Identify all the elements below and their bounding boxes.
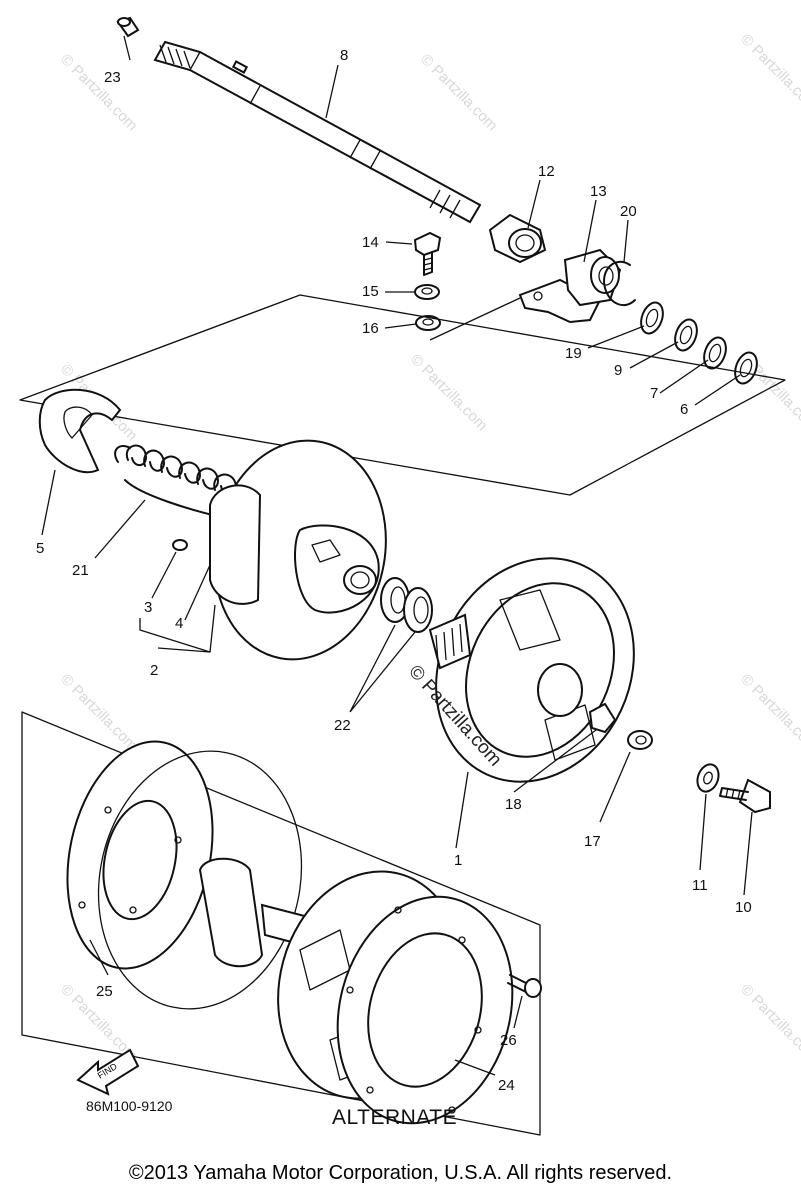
shaft-part-8 bbox=[153, 40, 482, 224]
find-arrow-icon: FIND bbox=[76, 1048, 140, 1096]
bearing-part-12 bbox=[488, 213, 547, 264]
callout-19: 19 bbox=[565, 345, 582, 362]
circlip-part-20 bbox=[603, 260, 636, 307]
callout-10: 10 bbox=[735, 899, 752, 916]
callout-14: 14 bbox=[362, 234, 379, 251]
watermark: © Partzilla.com bbox=[57, 51, 140, 134]
callout-17: 17 bbox=[584, 833, 601, 850]
callout-18: 18 bbox=[505, 796, 522, 813]
callout-16: 16 bbox=[362, 320, 379, 337]
bolt-part-26 bbox=[507, 974, 542, 998]
disc-part-25 bbox=[66, 740, 303, 1010]
callout-3: 3 bbox=[144, 599, 152, 616]
callout-15: 15 bbox=[362, 283, 379, 300]
alternate-label: ALTERNATE bbox=[332, 1106, 458, 1129]
washer-part-16 bbox=[415, 315, 441, 331]
watermark: © Partzilla.com bbox=[407, 351, 490, 434]
callout-13: 13 bbox=[590, 183, 607, 200]
watermark: © Partzilla.com bbox=[57, 671, 140, 754]
callout-12: 12 bbox=[538, 163, 555, 180]
callout-1: 1 bbox=[454, 852, 462, 869]
callout-24: 24 bbox=[498, 1077, 515, 1094]
sheave-part-1 bbox=[428, 557, 635, 783]
leader-lines bbox=[41, 35, 753, 1076]
callout-labels: 1 2 3 4 5 6 7 8 9 10 11 12 13 14 15 16 1… bbox=[36, 47, 752, 1094]
callout-8: 8 bbox=[340, 47, 348, 64]
callout-7: 7 bbox=[650, 385, 658, 402]
alternate-frame bbox=[21, 711, 541, 1136]
collar-part-18 bbox=[588, 702, 617, 734]
spacer-part-22 bbox=[380, 577, 433, 633]
sheave-part-4 bbox=[209, 439, 387, 661]
washer-part-6 bbox=[734, 351, 758, 385]
callout-11: 11 bbox=[692, 877, 708, 894]
callout-6: 6 bbox=[680, 401, 688, 418]
slider-part-3 bbox=[172, 539, 188, 551]
washer-part-17 bbox=[627, 730, 653, 750]
callout-23: 23 bbox=[104, 69, 121, 86]
disc-part-24 bbox=[336, 895, 514, 1125]
watermark: © Partzilla.com bbox=[737, 981, 801, 1064]
washer-part-15 bbox=[414, 284, 440, 300]
washer-part-19 bbox=[640, 301, 664, 335]
cam-part-5 bbox=[38, 388, 122, 474]
figure-code: 86M100-9120 bbox=[86, 1098, 173, 1114]
bolt-part-10 bbox=[719, 778, 771, 814]
washer-part-9 bbox=[674, 318, 698, 352]
bolt-part-14 bbox=[413, 231, 442, 276]
copyright-notice: ©2013 Yamaha Motor Corporation, U.S.A. A… bbox=[128, 1162, 673, 1184]
watermark: © Partzilla.com bbox=[737, 31, 801, 114]
callout-26: 26 bbox=[500, 1032, 517, 1049]
cap-part-23 bbox=[116, 16, 140, 38]
callout-9: 9 bbox=[614, 362, 622, 379]
washer-part-7 bbox=[703, 336, 727, 370]
callout-21: 21 bbox=[72, 562, 89, 579]
assembly-frame bbox=[19, 294, 786, 496]
watermark: © Partzilla.com bbox=[737, 671, 801, 754]
washer-part-11 bbox=[696, 763, 720, 793]
watermark: © Partzilla.com bbox=[417, 51, 500, 134]
callout-2: 2 bbox=[150, 662, 158, 679]
callout-5: 5 bbox=[36, 540, 44, 557]
callout-20: 20 bbox=[620, 203, 637, 220]
callout-4: 4 bbox=[175, 615, 183, 632]
callout-25: 25 bbox=[96, 983, 113, 1000]
callout-22: 22 bbox=[334, 717, 351, 734]
